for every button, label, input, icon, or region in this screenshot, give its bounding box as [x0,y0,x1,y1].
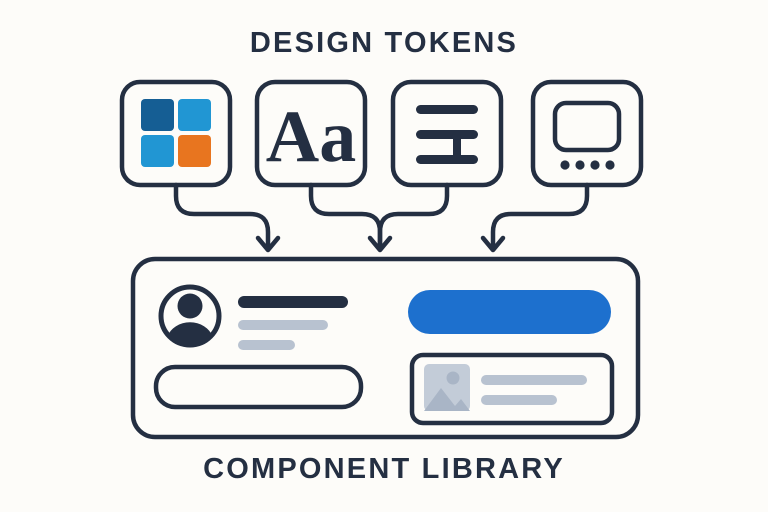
elevation-dot [590,160,600,170]
image-placeholder-icon [424,364,470,411]
elevation-token-frame [530,79,644,188]
text-placeholder-bar-2 [238,340,295,350]
media-text-bar-1 [481,375,587,385]
page-title-design-tokens: DESIGN TOKENS [249,27,519,59]
heading-placeholder-bar [238,296,348,308]
spacing-connector-stem [453,134,461,158]
media-text-bar-2 [481,395,557,405]
typography-glyph: Aa [266,96,356,178]
arrowhead-3 [480,235,506,253]
avatar [158,284,222,348]
media-card[interactable] [409,352,615,426]
color-token-frame [119,79,233,188]
token-box-color[interactable] [119,79,233,188]
token-box-typography[interactable]: Aa [254,79,368,188]
connector-group [173,182,590,253]
connector-elevation-to-card [490,182,590,251]
token-box-spacing[interactable] [390,79,504,188]
elevation-dot [575,160,585,170]
color-swatch-bottom-right [178,135,211,167]
token-box-elevation[interactable] [530,79,644,188]
spacing-bar-top [416,105,478,114]
input-field[interactable] [153,364,364,410]
elevation-dot [560,160,570,170]
avatar-shoulders [167,322,213,348]
spacing-bar-bottom [416,155,478,164]
connector-spacing-to-card [377,182,450,251]
arrowhead-1 [255,235,281,253]
elevation-dot [605,160,615,170]
color-swatch-bottom-left [141,135,174,167]
primary-button[interactable] [408,290,611,334]
color-swatch-top-right [178,99,211,131]
page-title-component-library: COMPONENT LIBRARY [203,453,565,485]
image-mountain-icon [424,388,470,411]
avatar-head [177,293,203,319]
connector-color-to-card [173,182,271,251]
image-sun-icon [446,371,460,385]
component-library-card[interactable] [130,256,641,440]
elevation-surface-outline [552,100,622,153]
spacing-bar-middle [416,130,478,139]
color-swatch-top-left [141,99,174,131]
text-placeholder-bar-1 [238,320,328,330]
